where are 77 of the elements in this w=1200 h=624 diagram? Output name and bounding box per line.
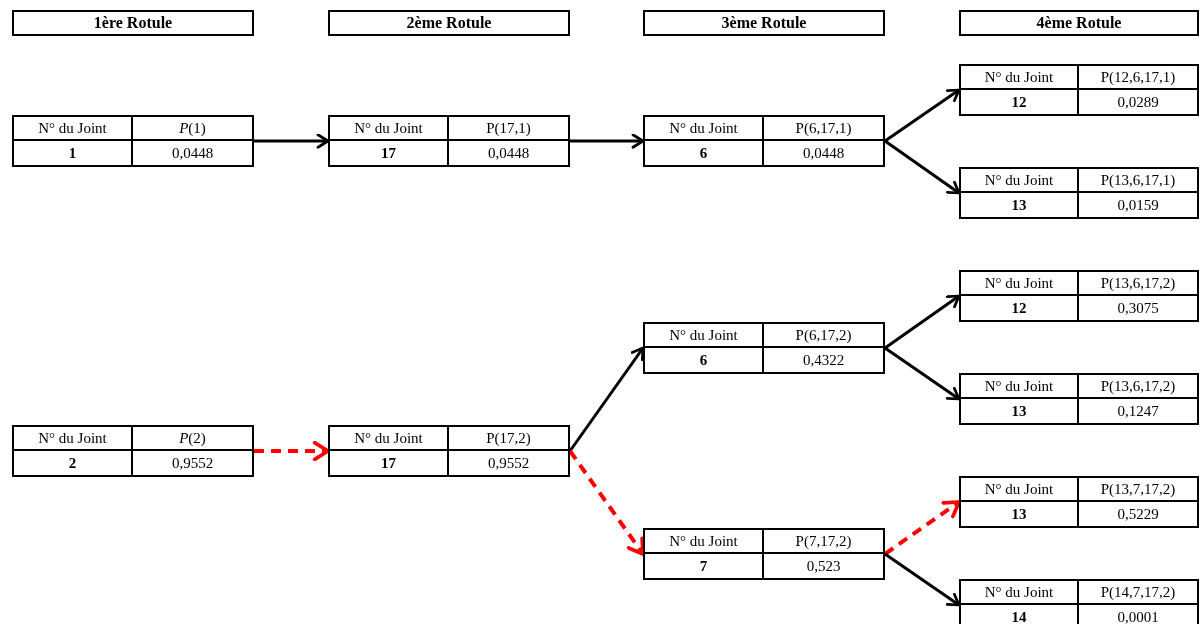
joint-table	[643, 322, 885, 374]
arrow	[254, 133, 330, 149]
arrow	[884, 139, 961, 195]
probability-value: 0,0448	[486, 143, 531, 163]
column-label: N° du Joint	[14, 117, 133, 141]
probability-value: 0,9552	[170, 453, 215, 473]
joint-number: 17	[330, 451, 449, 475]
probability-label: P(14,7,17,2)	[1079, 581, 1197, 605]
joint-number: 7	[645, 554, 764, 578]
column-label: N° du Joint	[961, 478, 1079, 502]
probability-value: 0,0001	[1116, 607, 1160, 624]
probability-value: 0,0448	[170, 143, 215, 163]
probability-label: P(6,17,1)	[764, 117, 883, 141]
probability-label: P(12,6,17,1)	[1079, 66, 1197, 90]
arrow	[884, 294, 961, 350]
column-header: 4ème Rotule	[959, 10, 1199, 36]
joint-table	[959, 476, 1199, 528]
probability-label: P(13,6,17,2)	[1079, 272, 1197, 296]
joint-table	[12, 115, 254, 167]
column-label: N° du Joint	[961, 272, 1079, 296]
arrow	[884, 346, 961, 401]
probability-value: 0,5229	[1116, 504, 1160, 524]
joint-number: 14	[961, 605, 1079, 624]
joint-number: 13	[961, 193, 1079, 217]
joint-table	[328, 115, 570, 167]
joint-table	[959, 270, 1199, 322]
column-label: N° du Joint	[961, 66, 1079, 90]
column-label: N° du Joint	[14, 427, 133, 451]
probability-label: P(2)	[133, 427, 252, 451]
joint-number: 12	[961, 296, 1079, 320]
probability-label: P(17,2)	[449, 427, 568, 451]
joint-number: 17	[330, 141, 449, 165]
column-label: N° du Joint	[961, 581, 1079, 605]
joint-table	[959, 167, 1199, 219]
joint-number: 12	[961, 90, 1079, 114]
probability-label: P(17,1)	[449, 117, 568, 141]
probability-label: P(13,6,17,2)	[1079, 375, 1197, 399]
probability-label: P(13,7,17,2)	[1079, 478, 1197, 502]
column-label: N° du Joint	[961, 169, 1079, 193]
joint-number: 2	[14, 451, 133, 475]
joint-number: 1	[14, 141, 133, 165]
column-label: N° du Joint	[645, 530, 764, 554]
column-label: N° du Joint	[330, 117, 449, 141]
joint-table	[643, 528, 885, 580]
joint-table	[12, 425, 254, 477]
probability-label: P(6,17,2)	[764, 324, 883, 348]
arrow	[570, 133, 645, 149]
joint-number: 6	[645, 141, 764, 165]
probability-value: 0,0448	[801, 143, 846, 163]
column-label: N° du Joint	[645, 324, 764, 348]
probability-value: 0,523	[805, 556, 842, 576]
joint-table	[959, 373, 1199, 425]
probability-label: P(13,6,17,1)	[1079, 169, 1197, 193]
column-label: N° du Joint	[961, 375, 1079, 399]
probability-value: 0,4322	[801, 350, 846, 370]
probability-label: P(7,17,2)	[764, 530, 883, 554]
column-header: 3ème Rotule	[643, 10, 885, 36]
arrow	[254, 440, 330, 462]
arrow	[884, 88, 961, 143]
joint-table	[959, 64, 1199, 116]
probability-value: 0,0159	[1116, 195, 1160, 215]
column-label: N° du Joint	[645, 117, 764, 141]
probability-value: 0,9552	[486, 453, 531, 473]
joint-table	[959, 579, 1199, 624]
joint-number: 13	[961, 399, 1079, 423]
joint-table	[328, 425, 570, 477]
probability-label: P(1)	[133, 117, 252, 141]
joint-table	[643, 115, 885, 167]
probability-value: 0,1247	[1116, 401, 1160, 421]
joint-number: 13	[961, 502, 1079, 526]
column-label: N° du Joint	[330, 427, 449, 451]
probability-value: 0,3075	[1116, 298, 1160, 318]
column-header: 1ère Rotule	[12, 10, 254, 36]
arrow	[884, 552, 961, 607]
probability-value: 0,0289	[1116, 92, 1160, 112]
column-header: 2ème Rotule	[328, 10, 570, 36]
joint-number: 6	[645, 348, 764, 372]
